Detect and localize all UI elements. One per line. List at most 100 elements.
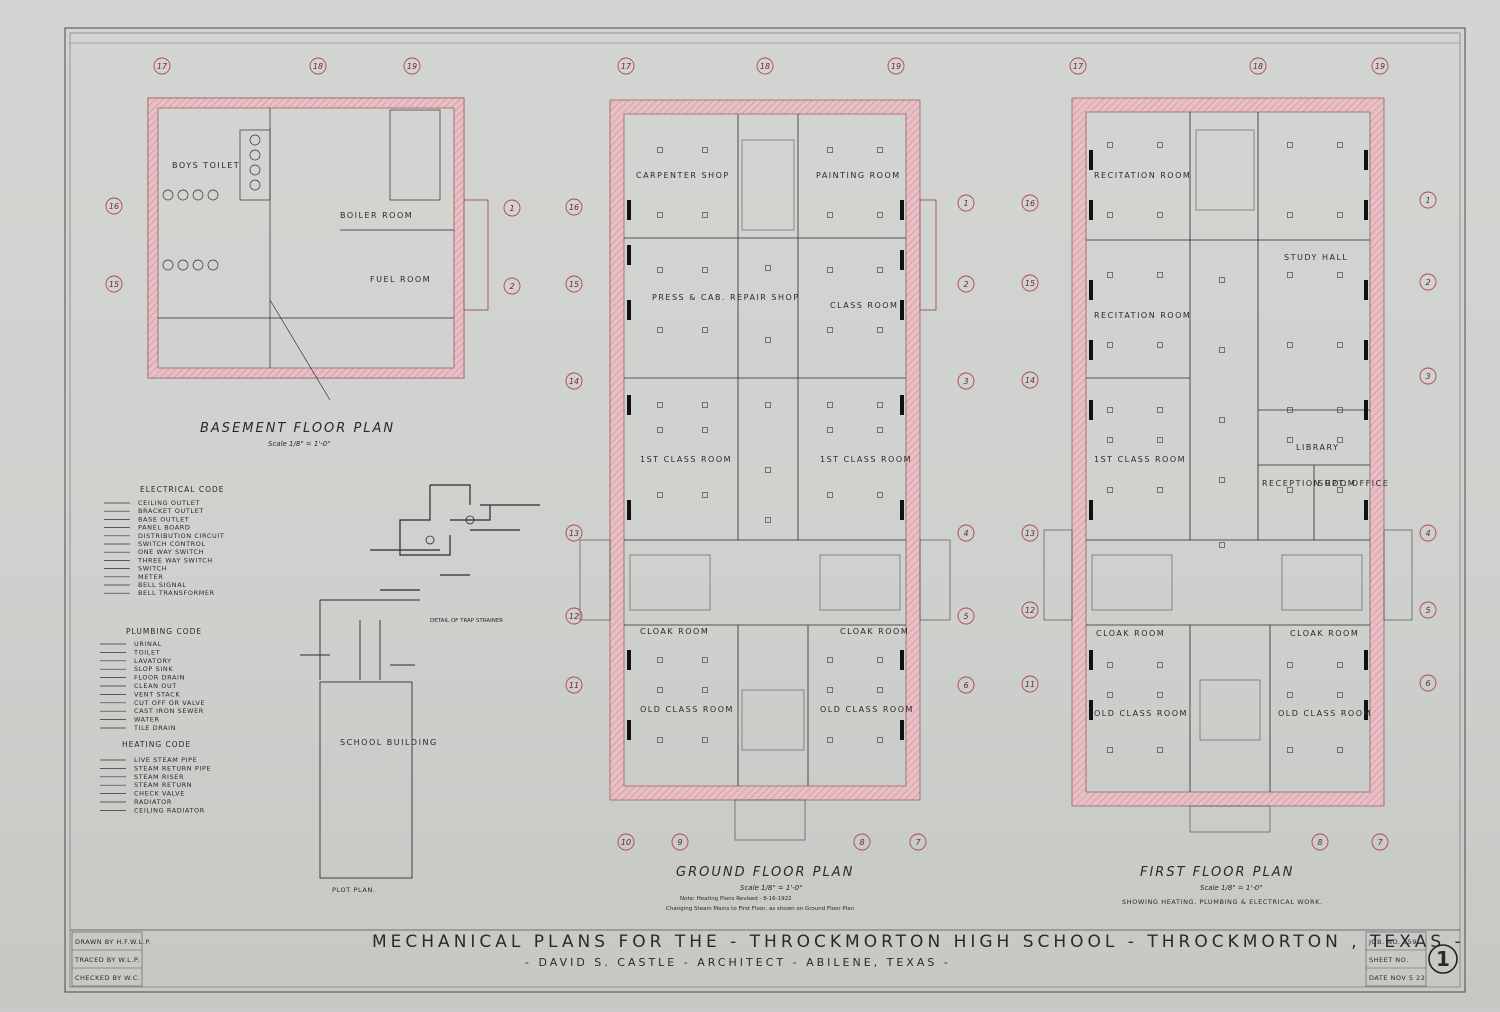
ceiling-outlet-icon	[1107, 662, 1113, 668]
ground-scale: Scale 1/8" = 1'-0"	[740, 884, 802, 892]
ground-rear-stair	[741, 689, 805, 751]
ceiling-outlet-icon	[877, 212, 883, 218]
grid-marker-label: 17	[621, 62, 632, 71]
ceiling-outlet-icon	[827, 267, 833, 273]
ceiling-outlet-icon	[702, 657, 708, 663]
toilet-icon	[207, 259, 219, 271]
legend-item: CEILING OUTLET	[138, 499, 200, 507]
ceiling-outlet-icon	[657, 267, 663, 273]
ceiling-outlet-icon	[1107, 407, 1113, 413]
ceiling-outlet-icon	[657, 492, 663, 498]
room-label: OLD CLASS ROOM	[820, 705, 914, 714]
legend-item: STEAM RETURN	[134, 781, 192, 789]
radiator-icon	[627, 650, 631, 670]
ceiling-outlet-icon	[702, 212, 708, 218]
radiator-icon	[900, 720, 904, 740]
ceiling-outlet-icon	[827, 427, 833, 433]
ceiling-outlet-icon	[1287, 692, 1293, 698]
ceiling-outlet-icon	[827, 327, 833, 333]
radiators	[1089, 150, 1368, 720]
grid-marker-label: 18	[313, 62, 323, 71]
grid-marker-label: 5	[1425, 606, 1430, 615]
grid-marker-label: 19	[407, 62, 417, 71]
ground-stair	[629, 554, 711, 611]
grid-marker	[957, 607, 975, 625]
toilet-icon	[207, 189, 219, 201]
radiator-icon	[1089, 700, 1093, 720]
ceiling-outlet-icon	[827, 687, 833, 693]
grid-marker	[1419, 191, 1437, 209]
ceiling-outlet-icon	[1157, 747, 1163, 753]
grid-marker-label: 18	[1253, 62, 1263, 71]
grid-marker-label: 2	[509, 282, 514, 291]
ceiling-outlet-icon	[1337, 272, 1343, 278]
radiator-icon	[1364, 650, 1368, 670]
room-label: LIBRARY	[1296, 443, 1339, 452]
ceiling-outlet-icon	[1337, 437, 1343, 443]
ground-floor-plan: CARPENTER SHOP PAINTING ROOM PRESS & CAB…	[579, 99, 951, 912]
room-label: CARPENTER SHOP	[636, 171, 730, 180]
sheet-number-label: SHEET NO.	[1369, 956, 1409, 964]
grid-marker	[957, 275, 975, 293]
legend-item: CUT OFF OR VALVE	[134, 699, 205, 707]
traced-by: TRACED BY W.L.P.	[74, 956, 140, 964]
radiator-icon	[900, 650, 904, 670]
ceiling-outlet-icon	[702, 402, 708, 408]
title-block: DRAWN BY H.F.W.L.P. TRACED BY W.L.P. CHE…	[70, 929, 1461, 987]
ceiling-outlet-icon	[657, 427, 663, 433]
grid-marker-label: 4	[1425, 529, 1430, 538]
ground-walls	[609, 99, 921, 801]
plot-plan: SCHOOL BUILDING PLOT PLAN.	[300, 599, 436, 894]
grid-marker	[1021, 601, 1039, 619]
ceiling-outlet-icon	[1337, 747, 1343, 753]
radiator-icon	[1364, 500, 1368, 520]
ceiling-outlet-icon	[765, 467, 771, 473]
radiator-icon	[1089, 280, 1093, 300]
sheet-number-circle	[1428, 944, 1458, 974]
room-label: 1ST CLASS ROOM	[640, 455, 732, 464]
ground-entry-steps	[579, 539, 611, 621]
radiator-icon	[1089, 500, 1093, 520]
ceiling-outlet-icon	[1157, 692, 1163, 698]
room-label: OLD CLASS ROOM	[1094, 709, 1188, 718]
basement-areaway	[463, 199, 489, 311]
room-label: OLD CLASS ROOM	[1278, 709, 1372, 718]
ceiling-outlet-icon	[765, 517, 771, 523]
radiator-icon	[627, 300, 631, 320]
ground-entry-steps	[919, 539, 951, 621]
grid-marker-label: 1	[509, 204, 514, 213]
legend-item: TOILET	[133, 648, 160, 656]
urinal-icon	[249, 179, 261, 191]
room-label: PRESS & CAB. REPAIR SHOP	[652, 293, 800, 302]
grid-marker	[1021, 194, 1039, 212]
grid-marker-label: 3	[963, 377, 968, 386]
ceiling-outlet-icon	[1337, 407, 1343, 413]
ceiling-outlet-icon	[1287, 407, 1293, 413]
grid-marker	[153, 57, 171, 75]
room-label: OLD CLASS ROOM	[640, 705, 734, 714]
ceiling-outlet-icon	[827, 737, 833, 743]
grid-marker	[1419, 273, 1437, 291]
ceiling-outlet-icon	[1219, 477, 1225, 483]
radiator-icon	[1364, 150, 1368, 170]
ceiling-outlet-icon	[877, 267, 883, 273]
legend-item: SWITCH	[138, 565, 167, 573]
grid-marker-label: 3	[1425, 372, 1430, 381]
ceiling-outlet-icon	[877, 427, 883, 433]
first-title: FIRST FLOOR PLAN	[1140, 865, 1294, 880]
legend-item: STEAM RETURN PIPE	[134, 764, 211, 772]
grid-marker	[1419, 674, 1437, 692]
ceiling-outlet-icon	[1107, 212, 1113, 218]
ceiling-outlet-icon	[827, 492, 833, 498]
grid-marker-label: 1	[963, 199, 968, 208]
ceiling-outlet-icon	[827, 402, 833, 408]
grid-marker-label: 16	[569, 203, 579, 212]
room-label: SUPT. OFFICE	[1318, 479, 1389, 488]
grid-marker	[1419, 601, 1437, 619]
ceiling-outlet-icon	[1219, 542, 1225, 548]
legend-item: CEILING RADIATOR	[134, 806, 205, 814]
ceiling-outlets	[657, 147, 883, 743]
ceiling-outlet-icon	[877, 737, 883, 743]
radiator-icon	[1364, 280, 1368, 300]
